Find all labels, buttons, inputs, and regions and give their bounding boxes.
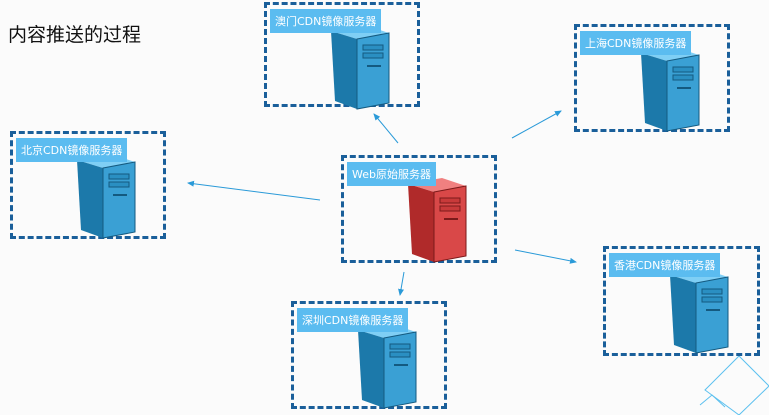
- server-macau[interactable]: 澳门CDN镜像服务器: [264, 2, 420, 110]
- server-tower-icon: [331, 25, 390, 110]
- server-tower-icon: [77, 154, 136, 239]
- page-title: 内容推送的过程: [8, 24, 142, 46]
- server-hongkong[interactable]: 香港CDN镜像服务器: [603, 246, 760, 356]
- server-tower-icon: [358, 324, 417, 409]
- server-label: 香港CDN镜像服务器: [609, 253, 721, 277]
- server-tower-icon: [408, 178, 467, 263]
- server-label: 澳门CDN镜像服务器: [270, 9, 382, 33]
- server-shenzhen[interactable]: 深圳CDN镜像服务器: [291, 301, 447, 409]
- server-tower-icon: [641, 47, 700, 132]
- server-tower-icon: [670, 269, 729, 354]
- server-label: 上海CDN镜像服务器: [580, 31, 692, 55]
- corner-decoration: [699, 355, 769, 415]
- arrow-to-macau: [373, 113, 399, 144]
- arrow-to-shenzhen: [398, 271, 405, 296]
- server-beijing[interactable]: 北京CDN镜像服务器: [10, 131, 166, 239]
- server-label: Web原始服务器: [347, 162, 436, 186]
- server-label: 深圳CDN镜像服务器: [297, 308, 409, 332]
- arrow-to-hongkong: [514, 249, 577, 264]
- server-label: 北京CDN镜像服务器: [16, 138, 128, 162]
- arrow-to-shanghai: [511, 110, 562, 139]
- server-shanghai[interactable]: 上海CDN镜像服务器: [574, 24, 730, 132]
- server-origin[interactable]: Web原始服务器: [341, 155, 497, 263]
- arrow-to-beijing: [187, 180, 321, 201]
